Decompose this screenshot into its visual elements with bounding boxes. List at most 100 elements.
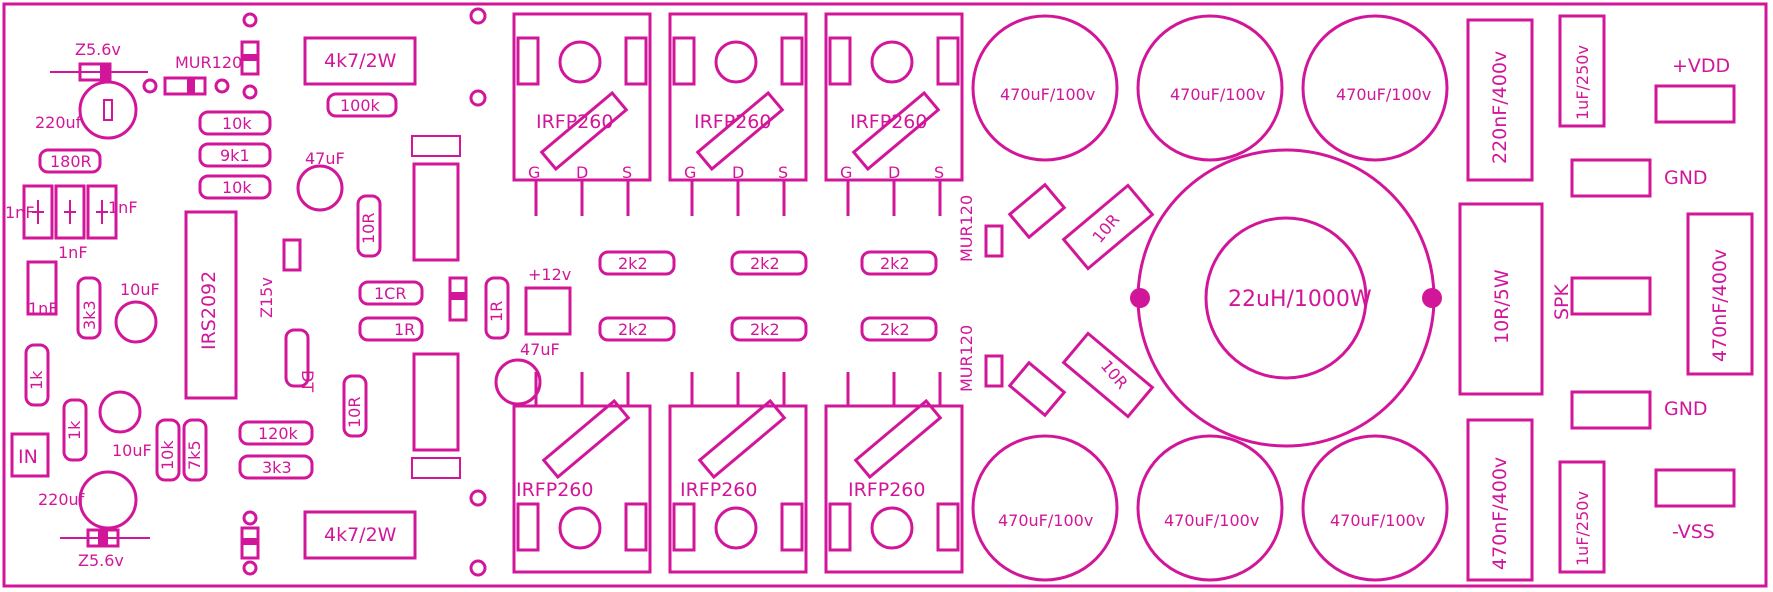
svg-text:10R: 10R (345, 397, 364, 428)
mosfet-top-legs (534, 180, 942, 216)
svg-text:S: S (622, 163, 632, 182)
svg-text:47uF: 47uF (305, 149, 345, 168)
toroid-inductor (1130, 148, 1442, 448)
svg-text:IRFP260: IRFP260 (680, 479, 757, 501)
svg-text:IRFP260: IRFP260 (516, 479, 593, 501)
svg-text:S: S (934, 163, 944, 182)
svg-text:1nF: 1nF (58, 243, 88, 262)
res-3k3-v (76, 276, 102, 340)
svg-text:3k3: 3k3 (262, 458, 292, 477)
res-2k2-row-bot (598, 316, 938, 342)
svg-text:9k1: 9k1 (220, 146, 250, 165)
svg-text:1CR: 1CR (374, 284, 406, 303)
cap-47uf-bot (494, 358, 542, 406)
res-1r-a (358, 280, 424, 306)
caps-470uf-top (971, 14, 1449, 162)
cap-47uf-top (296, 164, 344, 212)
svg-text:G: G (684, 163, 696, 182)
res-10r-v1 (356, 194, 382, 258)
svg-text:470nF/400v: 470nF/400v (1709, 249, 1731, 362)
driver-box-top (412, 162, 460, 262)
zener-top (50, 62, 148, 82)
res-120k (238, 420, 314, 446)
svg-text:G: G (528, 163, 540, 182)
terminal-gnd-a (1570, 158, 1652, 198)
svg-text:10uF: 10uF (120, 280, 160, 299)
svg-text:-VSS: -VSS (1672, 521, 1715, 543)
svg-text:MUR120: MUR120 (957, 195, 976, 262)
svg-text:GND: GND (1664, 167, 1708, 189)
svg-text:G: G (840, 163, 852, 182)
driver-box-bot (412, 352, 460, 452)
svg-text:47uF: 47uF (520, 340, 560, 359)
svg-text:2k2: 2k2 (618, 320, 648, 339)
svg-text:470uF/100v: 470uF/100v (1000, 85, 1095, 104)
svg-text:D: D (732, 163, 744, 182)
svg-text:3k3: 3k3 (80, 300, 99, 330)
svg-text:10R/5W: 10R/5W (1491, 269, 1513, 344)
cap-470nf-right (1686, 212, 1754, 376)
svg-text:470nF/400v: 470nF/400v (1489, 457, 1511, 570)
svg-text:470uF/100v: 470uF/100v (1336, 85, 1431, 104)
svg-text:2k2: 2k2 (880, 254, 910, 273)
svg-text:Z5.6v: Z5.6v (78, 551, 124, 570)
res-4k7-bot (303, 510, 417, 560)
svg-text:470uF/100v: 470uF/100v (998, 511, 1093, 530)
caps-1nf (22, 184, 118, 240)
mur120-diode-right-bot (984, 354, 1004, 388)
cap-470nf-bot (1466, 418, 1534, 582)
svg-text:470uF/100v: 470uF/100v (1170, 85, 1265, 104)
svg-text:1R: 1R (394, 320, 415, 339)
svg-text:1k: 1k (65, 420, 84, 440)
svg-text:D: D (888, 163, 900, 182)
terminal-vss (1654, 468, 1736, 508)
res-10r-5w (1458, 202, 1544, 396)
label-c220-top: 220uf (35, 113, 82, 132)
svg-text:1nF: 1nF (108, 198, 138, 217)
res-10k-v (155, 418, 181, 482)
svg-text:470uF/100v: 470uF/100v (1330, 511, 1425, 530)
cap-1uf-top (1558, 14, 1606, 128)
cap-10uf-b (98, 390, 142, 434)
svg-text:1uF/250v: 1uF/250v (1573, 45, 1592, 120)
res-1k-a (24, 343, 50, 407)
mosfet-top-3: IRFP260 G D S (824, 12, 964, 182)
res-1r-b (358, 316, 424, 342)
svg-text:220nF/400v: 220nF/400v (1489, 51, 1511, 164)
res-2k2-row-top (598, 250, 938, 276)
res-dt (284, 328, 310, 388)
cap-1uf-bot (1558, 460, 1606, 574)
svg-text:7k5: 7k5 (185, 440, 204, 470)
svg-text:DT: DT (298, 370, 317, 392)
svg-text:10R: 10R (1097, 356, 1132, 392)
res-10k-b (198, 174, 272, 200)
svg-text:100k: 100k (340, 96, 381, 115)
svg-text:4k7/2W: 4k7/2W (324, 50, 397, 72)
svg-text:+VDD: +VDD (1672, 55, 1730, 77)
svg-text:S: S (778, 163, 788, 182)
label-mur-top: MUR120 (175, 53, 242, 72)
svg-text:2k2: 2k2 (750, 254, 780, 273)
res-1r-v (484, 276, 510, 340)
svg-text:1R: 1R (487, 301, 506, 322)
mosfet-bot-2: IRFP260 (668, 398, 808, 574)
svg-text:IRS2092: IRS2092 (198, 271, 220, 350)
res-10r-diag-b (1061, 331, 1155, 419)
mur120-diode-right-top (984, 224, 1004, 258)
cap-1nf-d (26, 260, 58, 316)
svg-text:1nF: 1nF (5, 203, 35, 222)
svg-text:1nF: 1nF (28, 299, 58, 318)
svg-text:10k: 10k (222, 178, 252, 197)
res-100k (326, 92, 398, 118)
svg-text:10k: 10k (222, 114, 252, 133)
terminal-spk (1570, 276, 1652, 316)
svg-text:22uH/1000W: 22uH/1000W (1228, 287, 1372, 312)
res-4k7-top (303, 36, 417, 86)
res-7k5 (182, 418, 208, 482)
cap-220uf-bot (78, 470, 138, 530)
mosfet-bot-legs (534, 372, 942, 406)
terminal-vdd (1654, 84, 1736, 124)
svg-text:2k2: 2k2 (618, 254, 648, 273)
